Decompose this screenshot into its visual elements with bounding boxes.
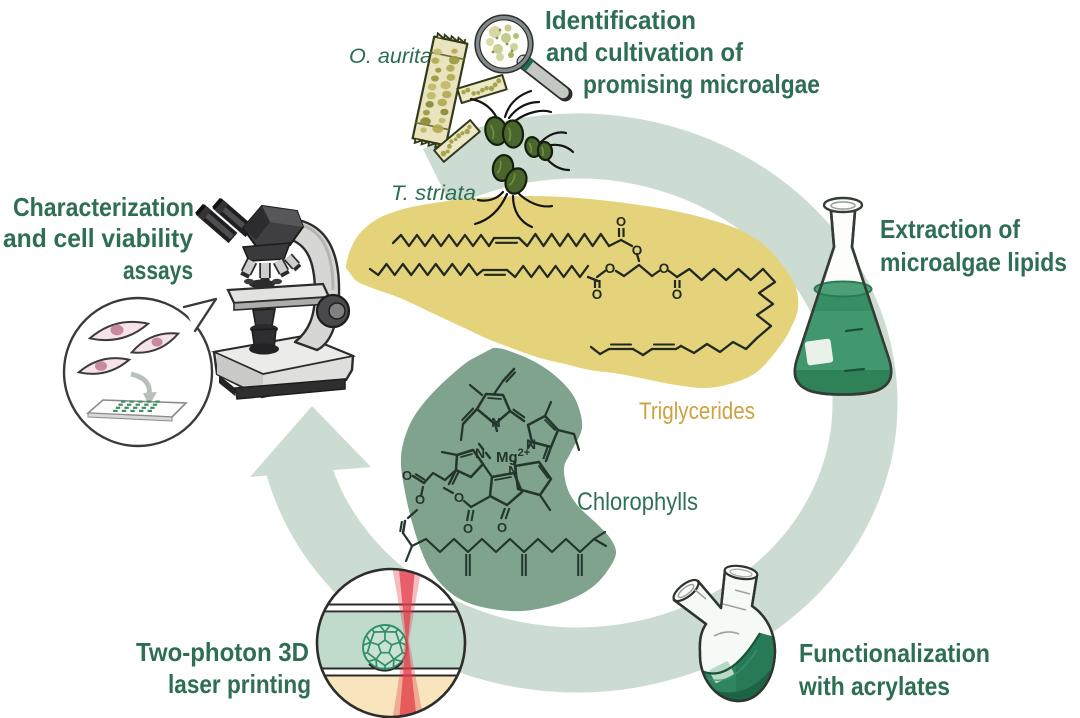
svg-text:laser printing: laser printing xyxy=(168,669,311,699)
svg-text:T. striata: T. striata xyxy=(391,182,476,205)
svg-text:O: O xyxy=(632,243,643,258)
svg-text:Functionalization: Functionalization xyxy=(799,638,990,668)
svg-text:promising microalgae: promising microalgae xyxy=(583,69,820,99)
svg-text:Chlorophylls: Chlorophylls xyxy=(577,488,698,516)
svg-text:O: O xyxy=(616,214,626,229)
svg-text:microalgae lipids: microalgae lipids xyxy=(880,247,1067,277)
svg-text:Two-photon 3D: Two-photon 3D xyxy=(136,637,309,667)
svg-text:O. aurita: O. aurita xyxy=(349,45,432,68)
svg-text:Identification: Identification xyxy=(545,5,696,35)
svg-text:Characterization: Characterization xyxy=(13,192,194,222)
svg-text:O: O xyxy=(672,287,683,302)
svg-text:O: O xyxy=(592,287,603,302)
svg-text:N: N xyxy=(508,463,517,478)
svg-text:O: O xyxy=(605,261,616,276)
svg-text:O: O xyxy=(659,261,670,276)
svg-text:O: O xyxy=(415,492,425,507)
svg-text:O: O xyxy=(454,490,464,505)
svg-text:and cell viability: and cell viability xyxy=(3,223,194,253)
svg-text:and cultivation of: and cultivation of xyxy=(546,37,743,67)
svg-text:O: O xyxy=(463,521,473,536)
svg-text:N: N xyxy=(491,415,500,430)
svg-text:O: O xyxy=(402,468,412,483)
svg-text:assays: assays xyxy=(123,255,193,285)
svg-text:Triglycerides: Triglycerides xyxy=(639,398,755,425)
svg-text:N: N xyxy=(475,445,485,461)
svg-text:Extraction of: Extraction of xyxy=(880,214,1020,244)
svg-text:with acrylates: with acrylates xyxy=(798,671,950,701)
svg-text:O: O xyxy=(497,520,507,535)
